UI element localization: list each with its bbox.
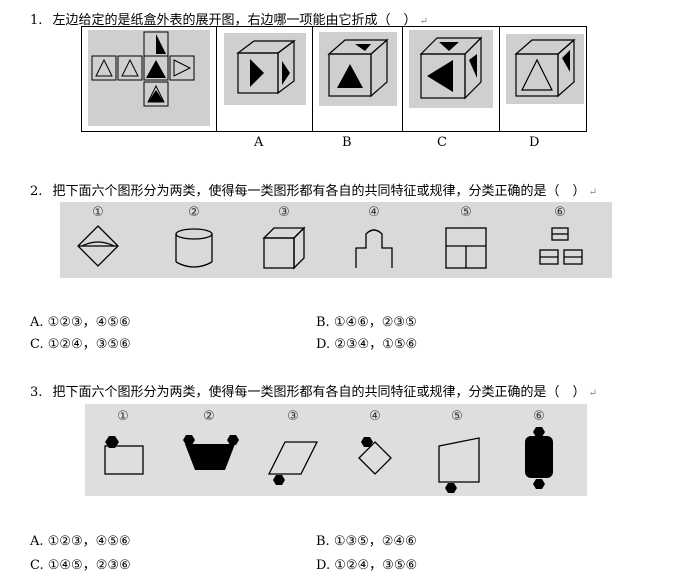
q3-figure-number: ④	[369, 409, 381, 424]
q3-figure-number: ③	[287, 409, 299, 424]
q3-option-a[interactable]: A. ①②③，④⑤⑥	[30, 534, 131, 549]
q1-option-b-label[interactable]: B	[342, 135, 352, 150]
q3-hex	[105, 436, 119, 448]
q2-figure-number: ④	[368, 205, 380, 220]
q3-figure-strip: ① ② ③ ④ ⑤ ⑥	[85, 404, 587, 496]
q1-cell-divider	[402, 26, 403, 131]
q1-cube-a-image	[224, 33, 306, 105]
q2-number: 2.	[30, 184, 43, 199]
q2-figure-number: ②	[188, 205, 200, 220]
q3-figure-number: ⑤	[451, 409, 463, 424]
q1-cube-b-image	[319, 32, 397, 106]
q3-option-b[interactable]: B. ①③⑤，②④⑥	[316, 534, 417, 549]
q1-cell-divider	[499, 26, 500, 131]
q1-cell-divider	[312, 26, 313, 131]
q1-box-net-image	[88, 30, 210, 126]
q1-text: 左边给定的是纸盒外表的展开图，右边哪一项能由它折成（ ）	[52, 13, 417, 28]
q2-fig1-diamond	[77, 225, 119, 267]
q2-stem: 2. 把下面六个图形分为两类，使得每一类图形都有各自的共同特征或规律，分类正确的…	[30, 184, 597, 199]
q1-option-a-label[interactable]: A	[254, 135, 264, 150]
q1-figure-table	[81, 26, 587, 132]
q1-cube-c-image	[409, 30, 493, 108]
q1-option-c-label[interactable]: C	[437, 135, 447, 150]
q3-figure-number: ⑥	[533, 409, 545, 424]
q2-option-c[interactable]: C. ①②④，③⑤⑥	[30, 337, 131, 352]
q2-option-b[interactable]: B. ①④⑥，②③⑤	[316, 315, 417, 330]
q3-option-c[interactable]: C. ①④⑤，②③⑥	[30, 558, 131, 573]
q1-option-d-label[interactable]: D	[529, 135, 540, 150]
q3-figure-number: ②	[203, 409, 215, 424]
q2-figure-strip: ① ② ③ ④ ⑤ ⑥	[60, 202, 612, 278]
q1-cell-divider	[216, 26, 217, 131]
q2-figure-number: ⑤	[460, 205, 472, 220]
q2-figure-number: ①	[92, 205, 104, 220]
q3-option-d[interactable]: D. ①②④，③⑤⑥	[316, 558, 418, 573]
q2-option-d[interactable]: D. ②③④，①⑤⑥	[316, 337, 418, 352]
q3-figure-number: ①	[117, 409, 129, 424]
q2-text: 把下面六个图形分为两类，使得每一类图形都有各自的共同特征或规律，分类正确的是（ …	[52, 184, 586, 199]
q2-figure-number: ⑥	[554, 205, 566, 220]
q2-figure-number: ③	[278, 205, 290, 220]
q3-stem: 3. 把下面六个图形分为两类，使得每一类图形都有各自的共同特征或规律，分类正确的…	[30, 385, 597, 400]
q1-stem: 1. 左边给定的是纸盒外表的展开图，右边哪一项能由它折成（ ）↵	[30, 13, 428, 28]
q3-number: 3.	[30, 385, 43, 400]
q3-text: 把下面六个图形分为两类，使得每一类图形都有各自的共同特征或规律，分类正确的是（ …	[52, 385, 586, 400]
q2-option-a[interactable]: A. ①②③，④⑤⑥	[30, 315, 131, 330]
q1-number: 1.	[30, 13, 43, 28]
q1-cube-d-image	[506, 34, 584, 104]
